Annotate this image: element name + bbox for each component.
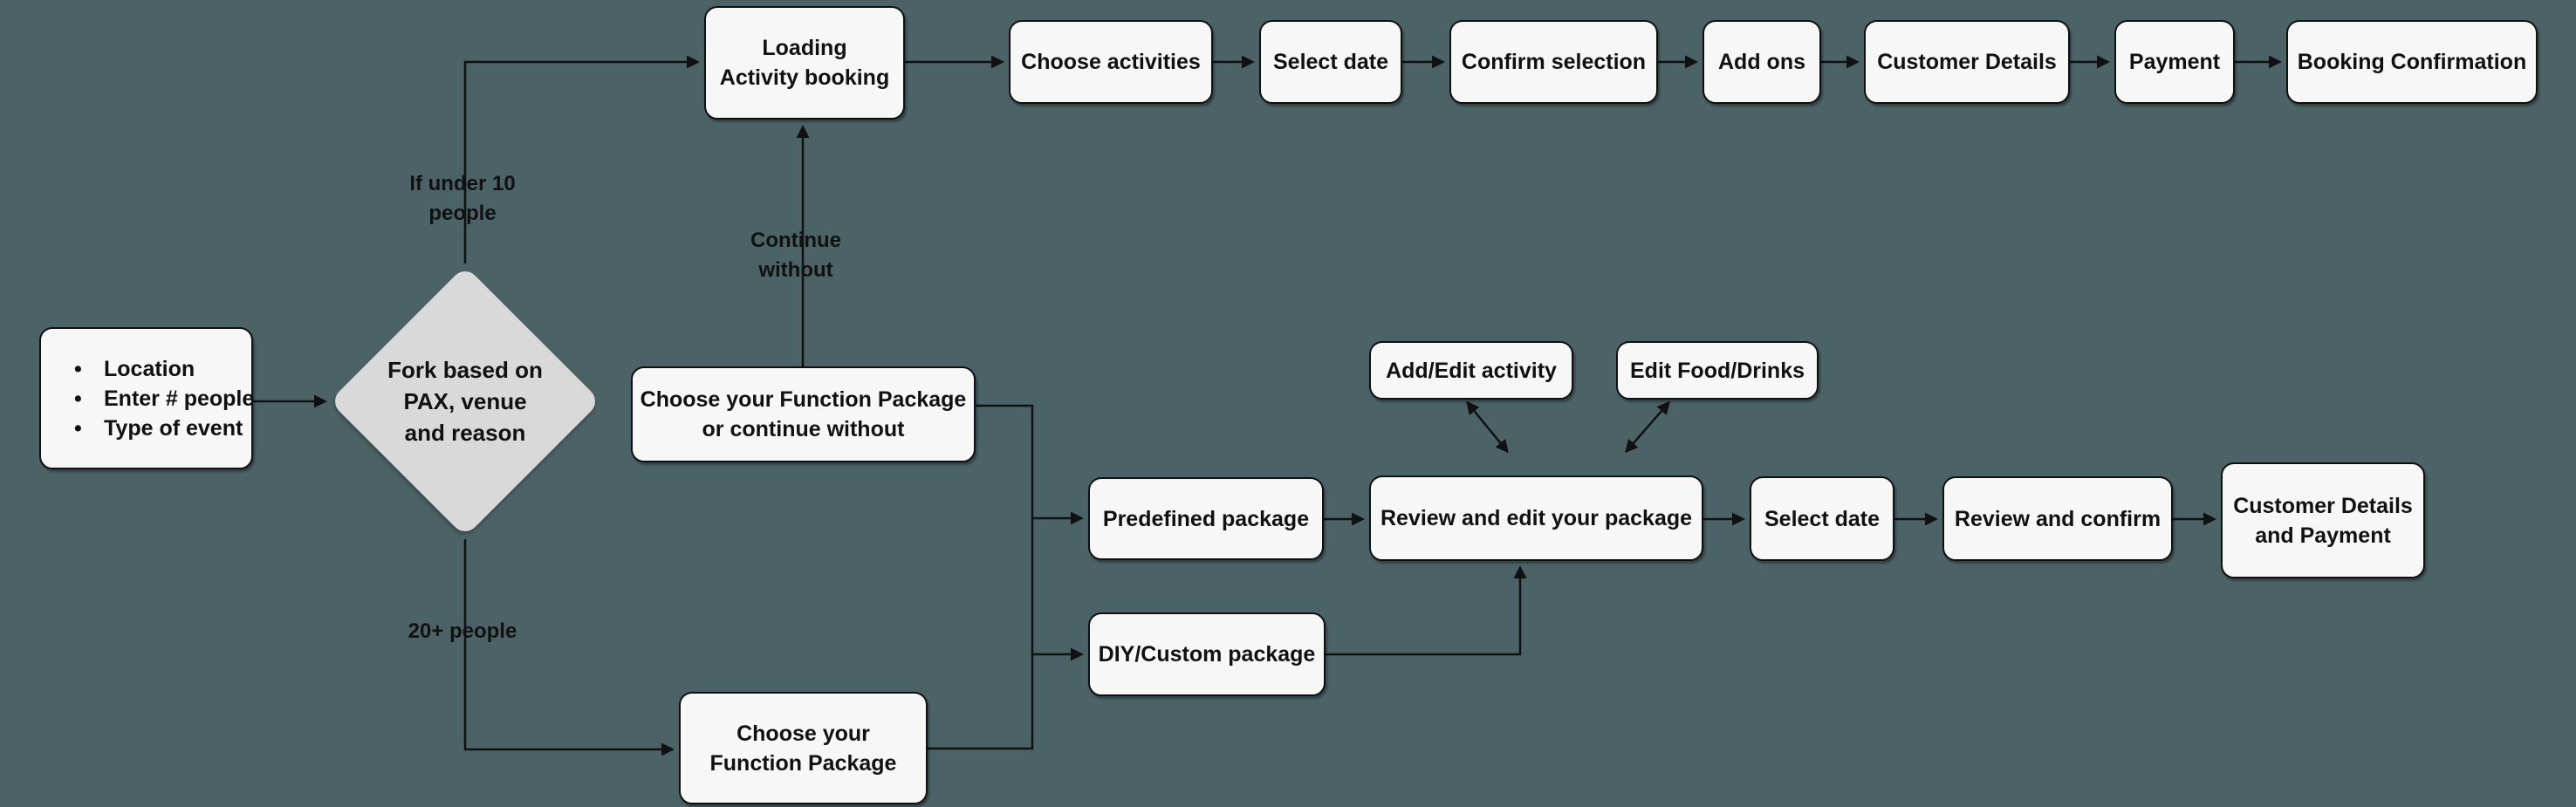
edge-middle-to-junction [928, 404, 1034, 750]
node-requirements-list[interactable]: • Location • Enter # people • Type of event [39, 327, 254, 469]
node-predefined-package-line: Predefined package [1102, 506, 1310, 531]
node-diy-custom-package-line: DIY/Custom package [1098, 642, 1316, 667]
bullet-item: • Location [74, 354, 195, 384]
node-select-date-package-line: Select date [1764, 506, 1880, 531]
node-customer-details-payment[interactable]: Customer Details and Payment [2221, 462, 2425, 578]
node-review-edit-package[interactable]: Review and edit your package [1369, 475, 1703, 561]
bullet-text: Enter # people [104, 386, 255, 411]
bullet-item: • Type of event [74, 414, 243, 443]
node-payment-line: Payment [2128, 50, 2221, 74]
node-payment[interactable]: Payment [2114, 20, 2235, 104]
node-booking-confirmation[interactable]: Booking Confirmation [2286, 20, 2538, 104]
node-select-date-activities-line: Select date [1272, 50, 1388, 74]
node-diy-custom-package[interactable]: DIY/Custom package [1088, 612, 1326, 696]
bullet-icon: • [74, 386, 82, 411]
node-add-ons[interactable]: Add ons [1702, 20, 1821, 104]
node-confirm-selection[interactable]: Confirm selection [1449, 20, 1658, 104]
node-choose-activities-line: Choose activities [1021, 50, 1201, 74]
node-review-and-confirm[interactable]: Review and confirm [1942, 476, 2173, 561]
bullet-text: Location [104, 356, 195, 381]
node-choose-function-package-line: Choose your [736, 721, 870, 746]
node-customer-details-line: Customer Details [1877, 50, 2057, 74]
edge-fork-to-bottom-box [463, 539, 675, 756]
node-add-ons-line: Add ons [1718, 50, 1805, 74]
edge-review-to-edit-food-drinks [1625, 400, 1670, 454]
node-choose-package-or-continue-line: Choose your Function Package [640, 387, 967, 412]
edge-diy-to-review [1326, 565, 1527, 656]
node-confirm-selection-line: Confirm selection [1461, 50, 1647, 74]
node-choose-activities[interactable]: Choose activities [1009, 20, 1213, 104]
node-select-date-package[interactable]: Select date [1750, 476, 1894, 561]
node-choose-package-or-continue-line: or continue without [702, 417, 905, 441]
bullet-text: Type of event [104, 415, 243, 441]
edge-fork-to-loading [463, 55, 700, 263]
node-edit-food-drinks[interactable]: Edit Food/Drinks [1616, 341, 1819, 400]
node-select-date-activities[interactable]: Select date [1259, 20, 1402, 104]
node-add-edit-activity-line: Add/Edit activity [1386, 358, 1557, 383]
node-edit-food-drinks-line: Edit Food/Drinks [1630, 358, 1805, 383]
node-customer-details-payment-line: Customer Details [2233, 493, 2413, 518]
node-booking-confirmation-line: Booking Confirmation [2297, 50, 2527, 74]
node-customer-details-payment-line: and Payment [2255, 523, 2391, 548]
node-predefined-package[interactable]: Predefined package [1088, 477, 1324, 560]
node-review-and-confirm-line: Review and confirm [1954, 506, 2162, 531]
node-loading-activity-booking-line: Loading [762, 36, 847, 60]
node-choose-package-or-continue[interactable]: Choose your Function Package or continue … [631, 366, 976, 462]
node-choose-function-package-line: Function Package [709, 750, 897, 776]
node-customer-details[interactable]: Customer Details [1864, 20, 2070, 104]
node-add-edit-activity[interactable]: Add/Edit activity [1369, 341, 1573, 400]
node-review-edit-package-line: Review and edit your package [1380, 506, 1693, 530]
edge-review-to-add-edit-activity [1466, 400, 1509, 454]
bullet-icon: • [74, 415, 82, 441]
node-loading-activity-booking-line: Activity booking [719, 65, 890, 90]
bullet-icon: • [74, 356, 82, 381]
bullet-item: • Enter # people [74, 384, 254, 414]
